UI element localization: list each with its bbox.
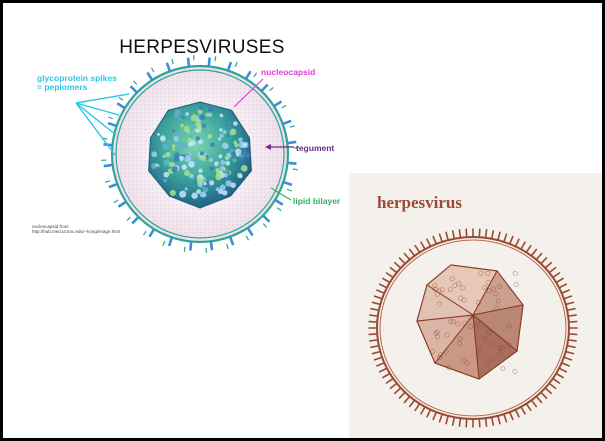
icosahedral-capsid (417, 265, 523, 379)
slide: HERPESVIRUSES (3, 3, 602, 438)
nucleocapsid-label: nucleocapsid (261, 68, 315, 77)
glycoprotein-spikes-label: glycoprotein spikes = peplomers (37, 74, 117, 92)
lipid-bilayer-label: lipid bilayer (293, 197, 340, 206)
herpesvirus-drawing (349, 173, 602, 438)
image-credit: nucleocapsid from http://hub.med.ut.tmc.… (32, 224, 120, 234)
glycoprotein-label-line2: = peplomers (37, 83, 117, 92)
tegument-label: tegument (296, 144, 334, 153)
credit-line2: http://hub.med.ut.tmc.edu/~hong/image.ht… (32, 229, 120, 234)
herpesvirus-illustration: herpesvirus (349, 173, 602, 438)
